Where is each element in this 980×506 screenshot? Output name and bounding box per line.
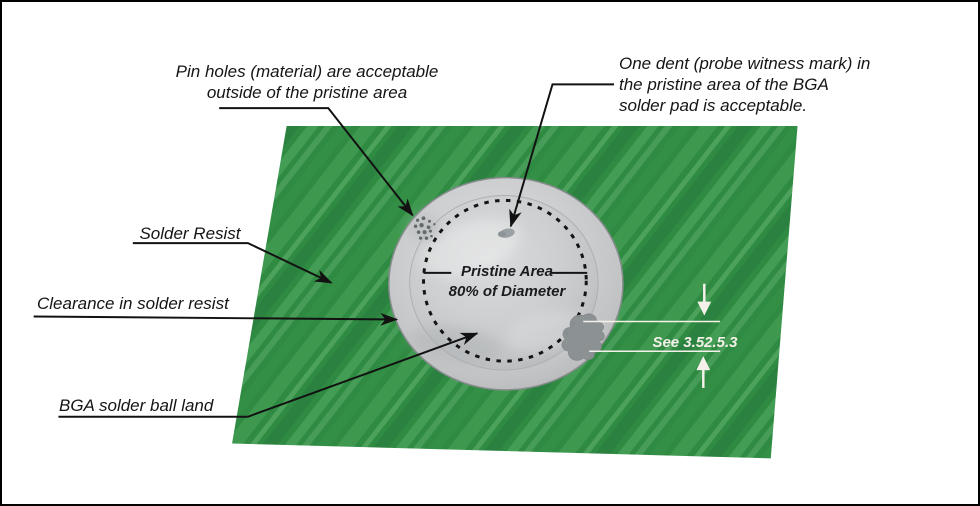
pin-hole-cluster <box>409 215 440 242</box>
pad-highlight <box>420 218 520 278</box>
pristine-area-label: Pristine Area 80% of Diameter <box>448 263 566 300</box>
pin-holes-leader-arrow <box>219 107 414 217</box>
bga-land-leader-arrow <box>58 332 479 418</box>
see-reference-label: See 3.52.5.3 <box>652 334 738 351</box>
pin-holes-label: Pin holes (material) are acceptable outs… <box>175 62 439 102</box>
clearance-label: Clearance in solder resist <box>37 294 229 313</box>
probe-witness-dent <box>497 228 515 238</box>
solder-resist-leader-arrow <box>132 242 333 284</box>
one-dent-label: One dent (probe witness mark) in the pri… <box>619 54 871 115</box>
up-arrow-icon <box>696 356 711 371</box>
solder-resist-label: Solder Resist <box>139 224 241 243</box>
bga-solder-pad <box>388 176 624 391</box>
clearance-leader-arrow <box>33 312 399 326</box>
bga-land-label: BGA solder ball land <box>59 396 214 415</box>
one-dent-leader-arrow <box>509 83 615 228</box>
defect-blob <box>561 313 605 361</box>
dimension-callout <box>583 283 721 388</box>
pristine-area-dotted-circle <box>422 198 588 363</box>
down-arrow-icon <box>697 301 712 316</box>
